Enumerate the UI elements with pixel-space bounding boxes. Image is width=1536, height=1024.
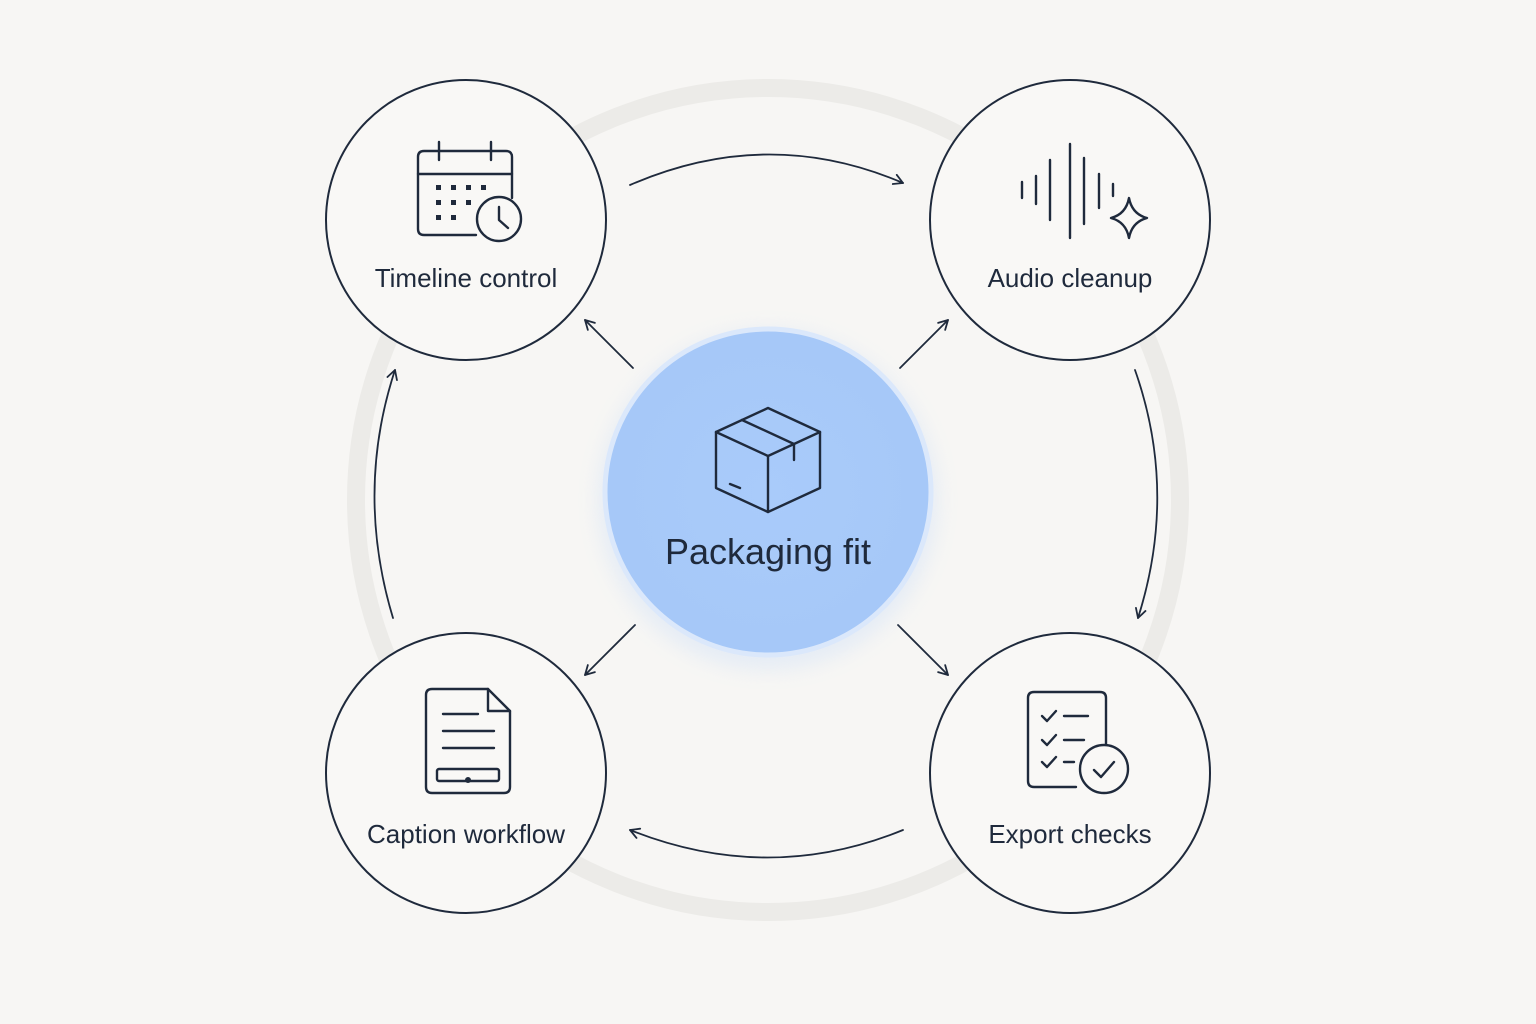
center-label: Packaging fit: [665, 531, 871, 572]
arrow-center-to-audio: [899, 319, 949, 369]
node-export: Export checks: [929, 632, 1211, 914]
node-caption: Caption workflow: [325, 632, 607, 914]
arrow-center-to-export: [897, 624, 949, 676]
arrow-audio-to-export: [1134, 369, 1159, 619]
arrow-center-to-timeline: [584, 319, 634, 369]
calendar-dots: [436, 185, 486, 220]
node-label-audio: Audio cleanup: [988, 263, 1153, 293]
node-label-caption: Caption workflow: [367, 819, 565, 849]
arrow-export-to-caption: [629, 827, 904, 859]
arrow-timeline-to-audio: [629, 153, 904, 186]
checklist-check-icon: [1026, 690, 1130, 795]
node-timeline: Timeline control: [325, 79, 607, 361]
package-box-icon: [714, 406, 822, 514]
node-audio: Audio cleanup: [929, 79, 1211, 361]
document-icon: [424, 687, 512, 795]
waveform-sparkle-icon: [1020, 142, 1149, 240]
arrow-caption-to-timeline: [373, 369, 398, 619]
center-node: Packaging fit: [598, 326, 938, 670]
document-dot: [465, 777, 471, 783]
node-label-timeline: Timeline control: [375, 263, 558, 293]
background-ring: [347, 79, 1189, 921]
calendar-clock-icon: [416, 140, 523, 243]
node-label-export: Export checks: [988, 819, 1151, 849]
arrow-center-to-caption: [584, 624, 636, 676]
